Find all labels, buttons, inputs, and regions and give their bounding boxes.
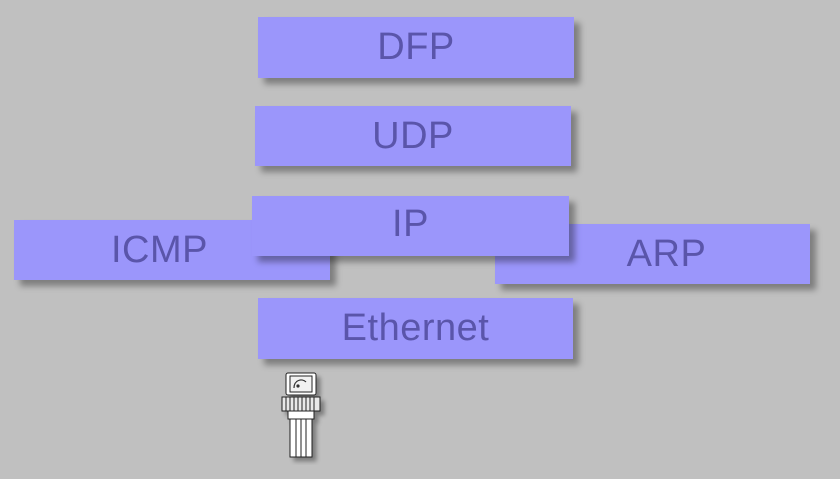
- bnc-connector-icon: [281, 372, 321, 458]
- layer-udp-label: UDP: [372, 114, 454, 157]
- layer-arp-label: ARP: [626, 232, 707, 275]
- layer-ip-label: IP: [392, 202, 429, 245]
- layer-ethernet-label: Ethernet: [341, 307, 490, 349]
- layer-dfp-label: DFP: [377, 26, 455, 68]
- layer-dfp: DFP: [258, 17, 574, 78]
- layer-icmp-label: ICMP: [111, 228, 208, 271]
- layer-ethernet: Ethernet: [258, 298, 573, 359]
- layer-ip: IP: [252, 196, 569, 256]
- layer-udp: UDP: [255, 106, 571, 166]
